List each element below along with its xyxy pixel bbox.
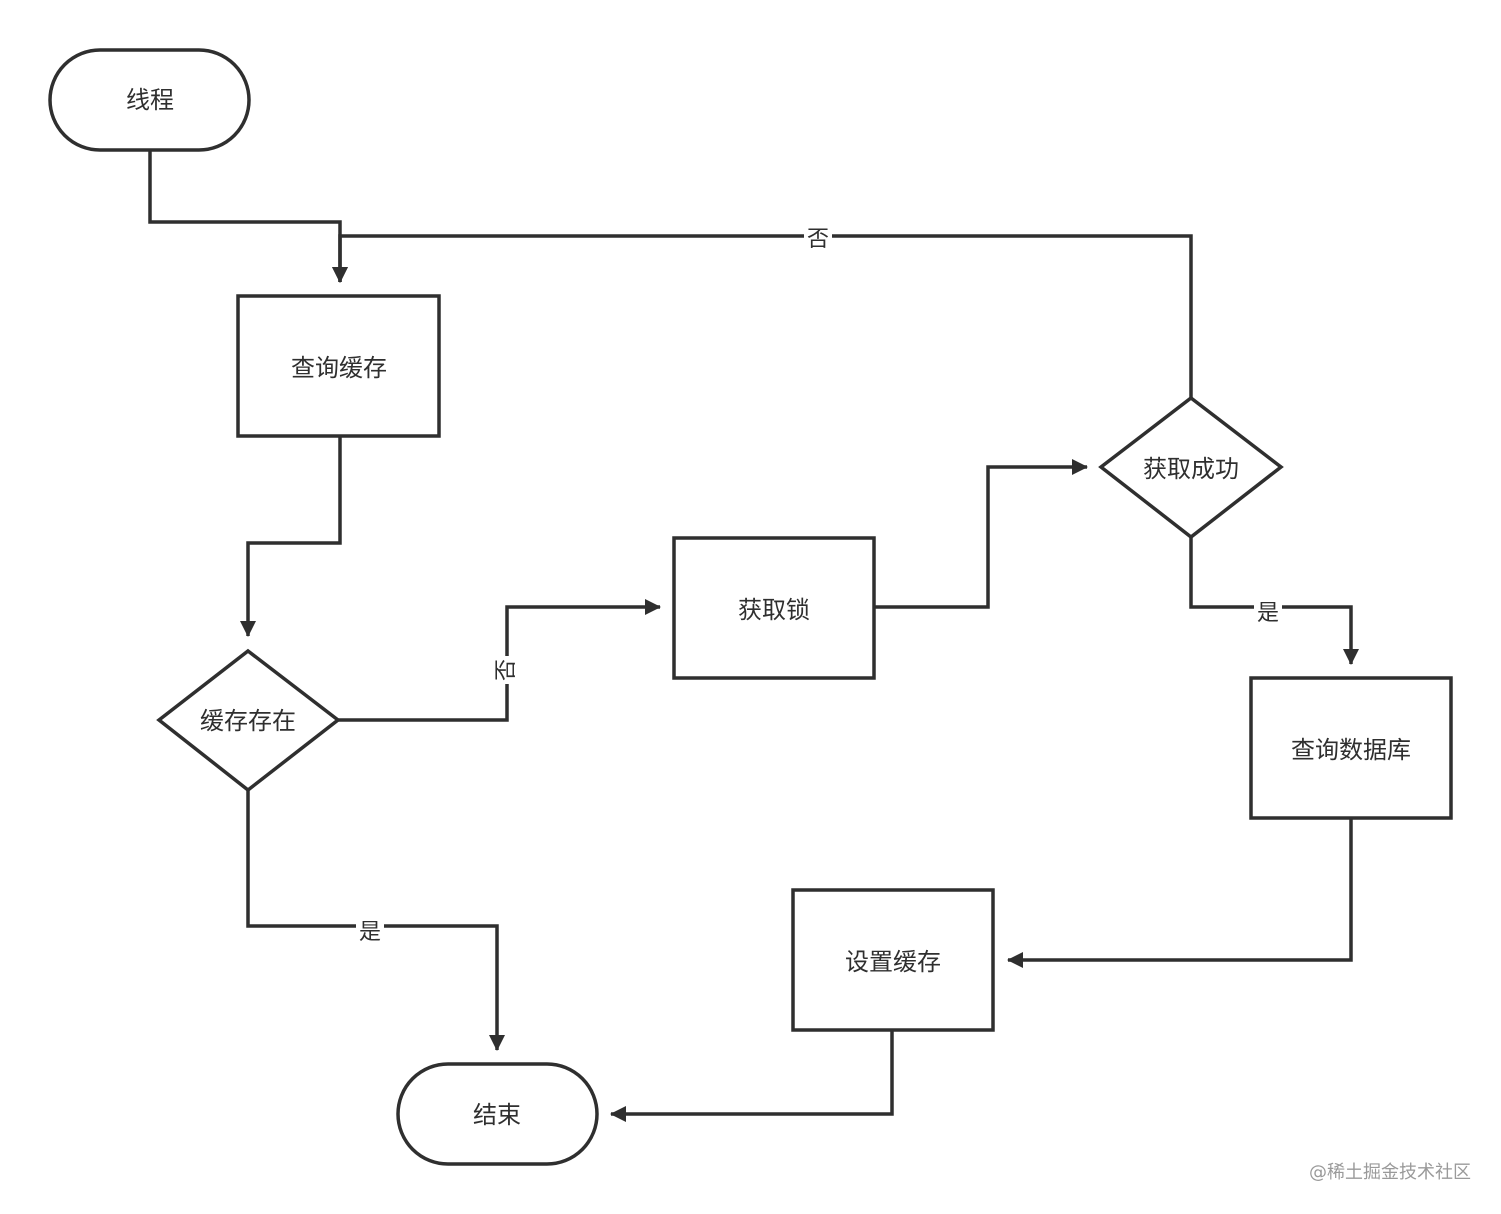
edge-label-acquire-no: 否 [807, 227, 829, 252]
node-end-label: 结束 [473, 1101, 521, 1129]
node-cache-exists-label: 缓存存在 [200, 707, 296, 735]
edge-set-cache-to-end [610, 1030, 894, 1122]
node-query-cache-label: 查询缓存 [291, 354, 387, 382]
edge-thread-to-query-cache [148, 150, 348, 283]
node-acquire-success: 获取成功 [1098, 395, 1284, 540]
edge-acquire-fail-loop [332, 234, 1193, 398]
edge-query-cache-to-cache-exists [240, 436, 342, 637]
edge-lock-to-success-check [874, 459, 1088, 609]
node-thread: 线程 [48, 48, 251, 152]
edge-query-db-to-set-cache [1007, 818, 1353, 968]
node-query-db-label: 查询数据库 [1291, 736, 1411, 764]
node-query-cache: 查询缓存 [236, 294, 441, 438]
edge-label-cache-no: 否 [494, 659, 519, 681]
node-set-cache-label: 设置缓存 [845, 948, 941, 976]
node-acquire-success-label: 获取成功 [1143, 455, 1239, 483]
node-set-cache: 设置缓存 [791, 888, 995, 1032]
watermark: @稀土掘金技术社区 [1309, 1162, 1471, 1183]
node-acquire-lock-label: 获取锁 [738, 596, 810, 624]
node-cache-exists: 缓存存在 [156, 648, 341, 793]
edge-label-acquire-yes: 是 [1257, 601, 1279, 626]
node-end: 结束 [396, 1062, 599, 1166]
node-acquire-lock: 获取锁 [672, 536, 876, 680]
node-query-db: 查询数据库 [1249, 676, 1453, 820]
node-thread-label: 线程 [126, 86, 174, 114]
edge-label-cache-yes: 是 [359, 920, 381, 945]
